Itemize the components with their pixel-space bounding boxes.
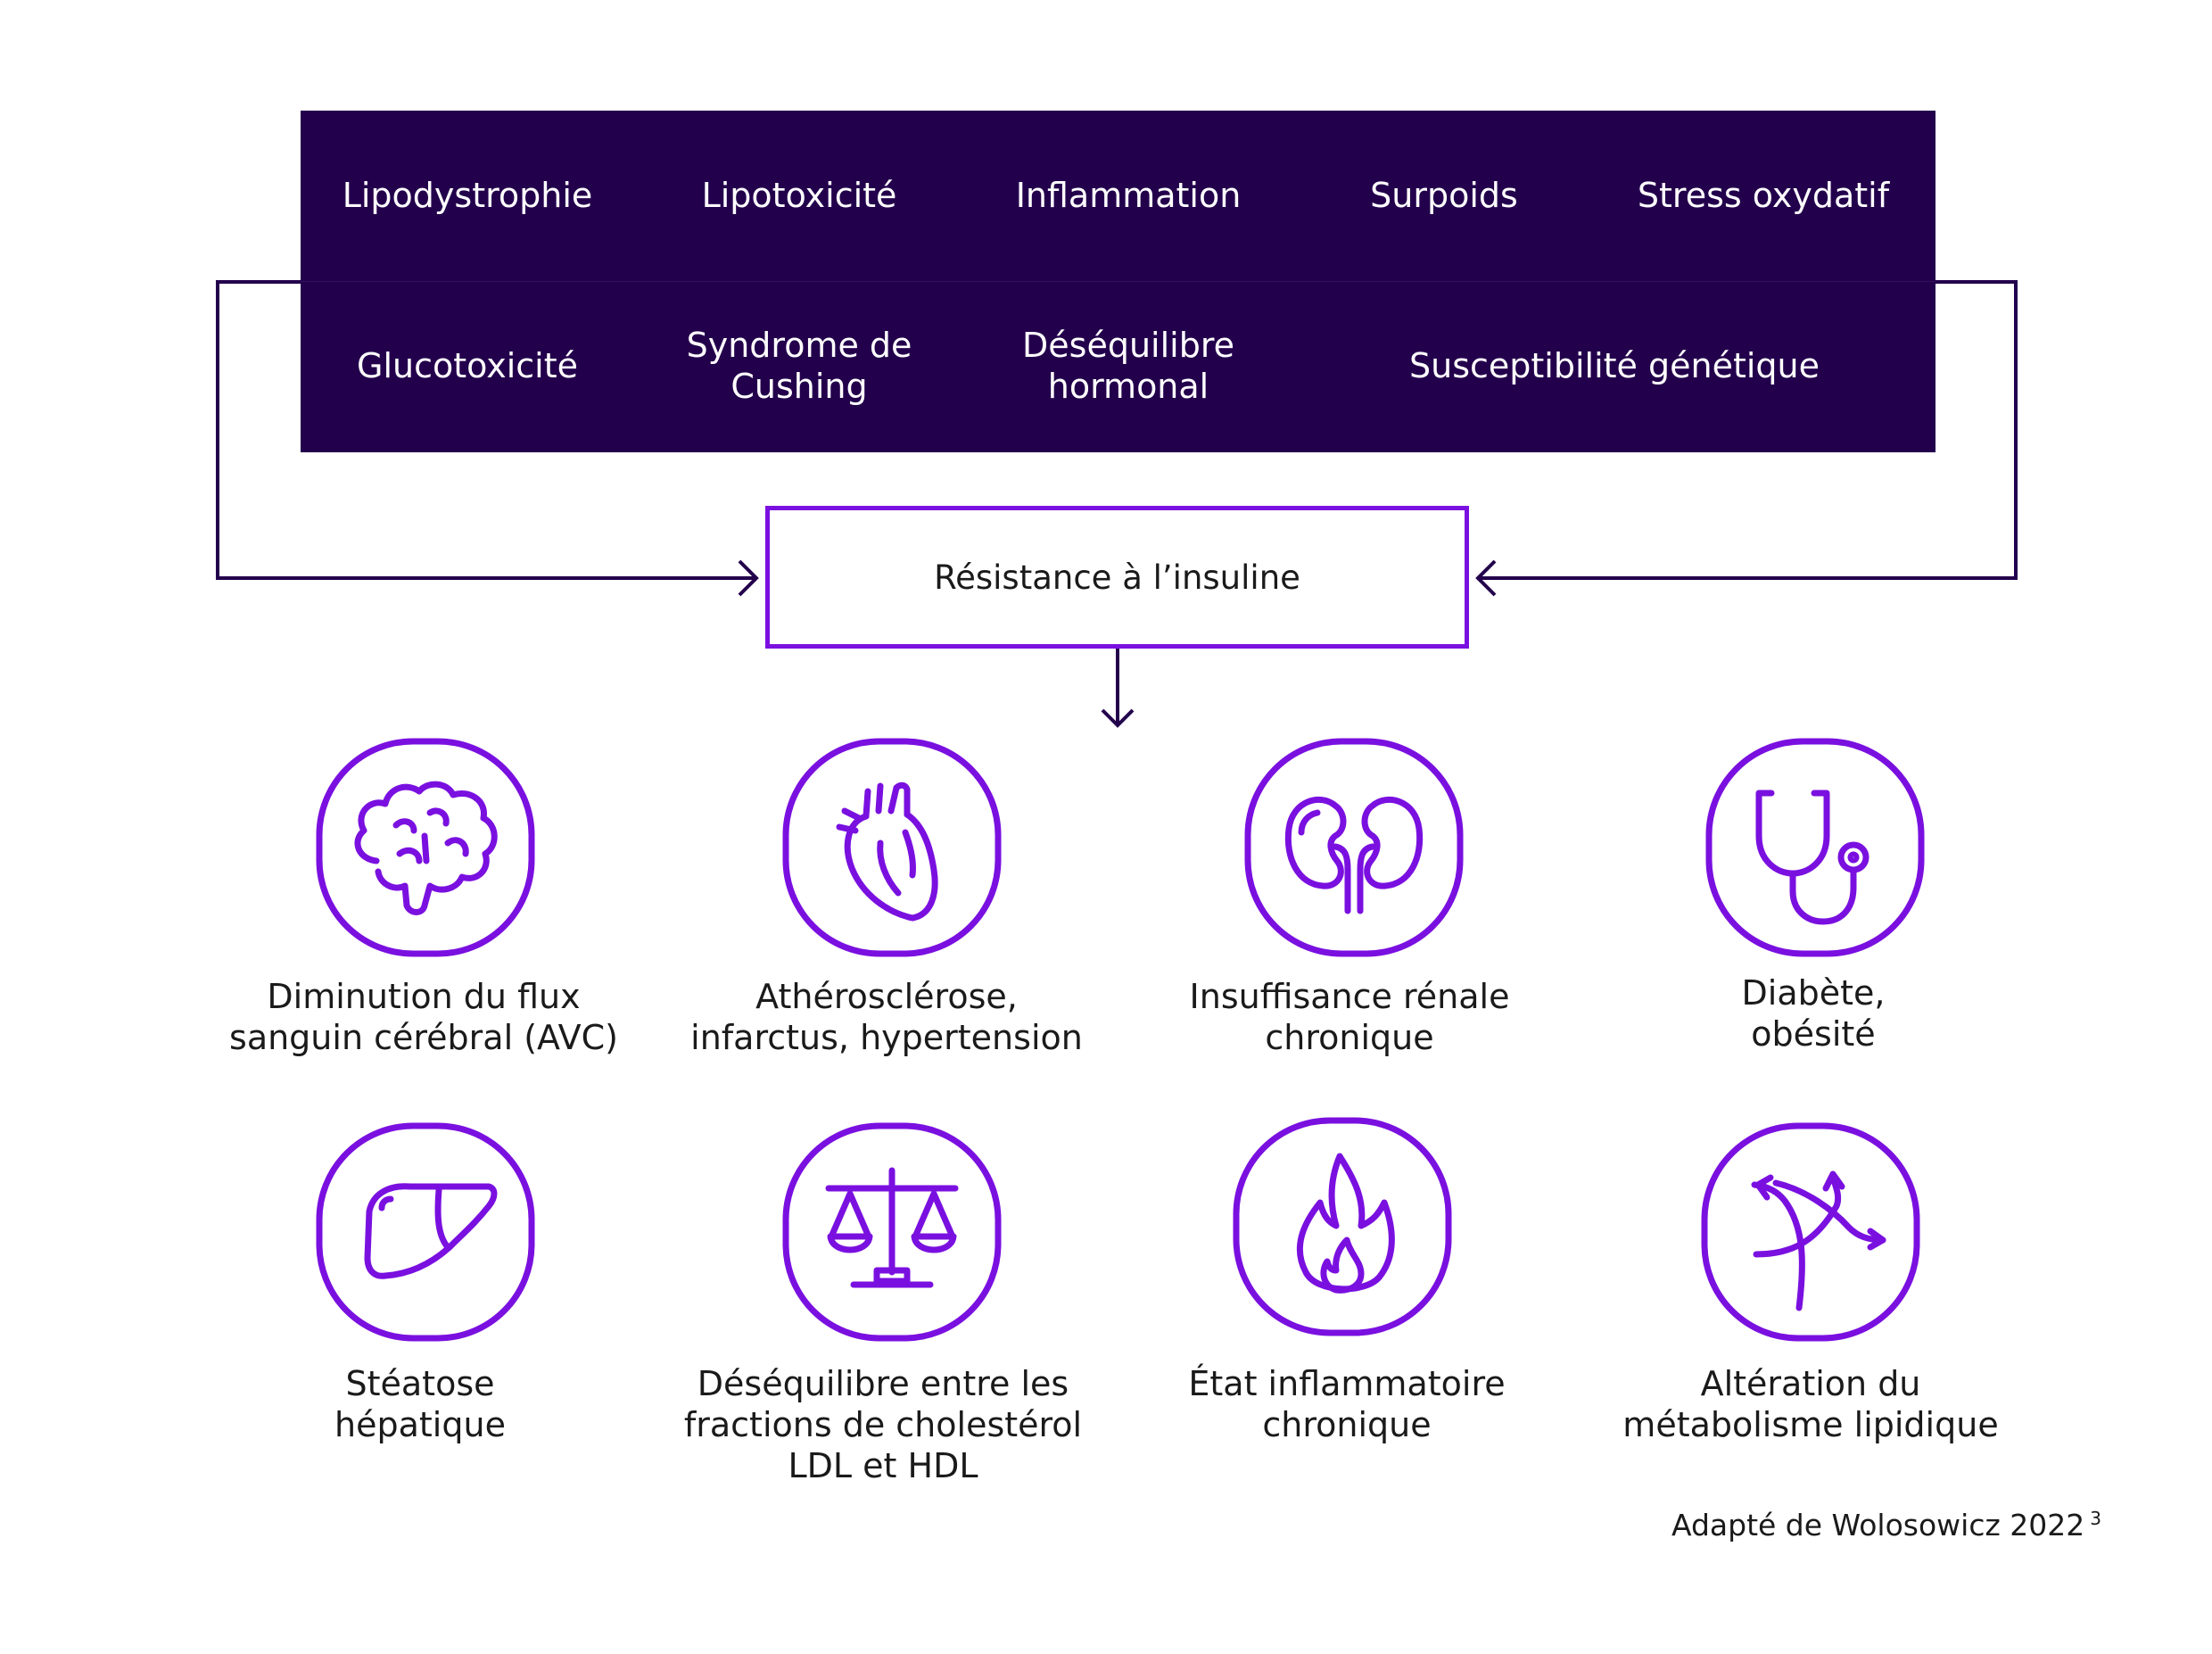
factor-surpoids: Surpoids bbox=[1370, 176, 1518, 215]
factor-susceptibilite-genetique: Susceptibilité génétique bbox=[1408, 346, 1820, 385]
balance-scale-icon bbox=[780, 1121, 1003, 1344]
diverging-arrows-icon bbox=[1699, 1121, 1922, 1344]
heart-icon bbox=[780, 736, 1003, 959]
factor-glucotoxicite: Glucotoxicité bbox=[357, 346, 578, 385]
kidneys-icon bbox=[1242, 736, 1465, 959]
consequence-caption-atherosclerose: Athérosclérose,infarctus, hypertension bbox=[690, 977, 1083, 1057]
liver-icon bbox=[314, 1121, 537, 1344]
flame-icon bbox=[1231, 1115, 1454, 1338]
factor-lipodystrophie: Lipodystrophie bbox=[342, 176, 593, 215]
insulin-resistance-box: Résistance à l’insuline bbox=[765, 506, 1469, 649]
factor-desequilibre-hormonal: Déséquilibre hormonal bbox=[1022, 326, 1234, 406]
factor-inflammation: Inflammation bbox=[1015, 176, 1242, 215]
factor-syndrome-cushing: Syndrome de Cushing bbox=[686, 326, 912, 406]
brain-icon bbox=[314, 736, 537, 959]
stethoscope-icon bbox=[1704, 736, 1927, 959]
source-text: Adapté de Wolosowicz 2022 bbox=[1671, 1508, 2085, 1542]
source-ref: 3 bbox=[2090, 1508, 2101, 1529]
consequence-caption-diabete: Diabète,obésité bbox=[1741, 973, 1886, 1054]
left-arrow-head bbox=[738, 559, 759, 597]
factor-stress-oxydatif: Stress oxydatif bbox=[1637, 176, 1890, 215]
insulin-resistance-label: Résistance à l’insuline bbox=[934, 558, 1300, 597]
right-arrow-head bbox=[1475, 559, 1497, 597]
factors-divider bbox=[301, 281, 1936, 282]
down-arrow-head bbox=[1101, 708, 1135, 728]
factor-lipotoxicite: Lipotoxicité bbox=[701, 176, 897, 215]
